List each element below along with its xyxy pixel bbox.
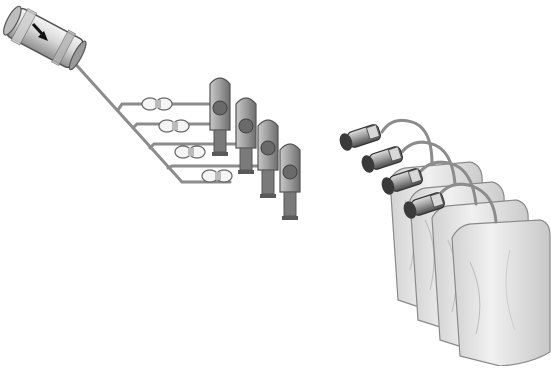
valve-1 — [142, 98, 172, 110]
valve-3 — [175, 146, 205, 158]
filling-station-2 — [236, 98, 256, 174]
valve-4 — [202, 170, 232, 182]
filling-nozzle-2 — [360, 145, 404, 174]
filling-station-4 — [280, 144, 300, 220]
filling-nozzle-1 — [338, 123, 382, 152]
bag-4 — [452, 220, 550, 366]
filling-station-3 — [258, 120, 278, 198]
valve-2 — [159, 120, 189, 132]
